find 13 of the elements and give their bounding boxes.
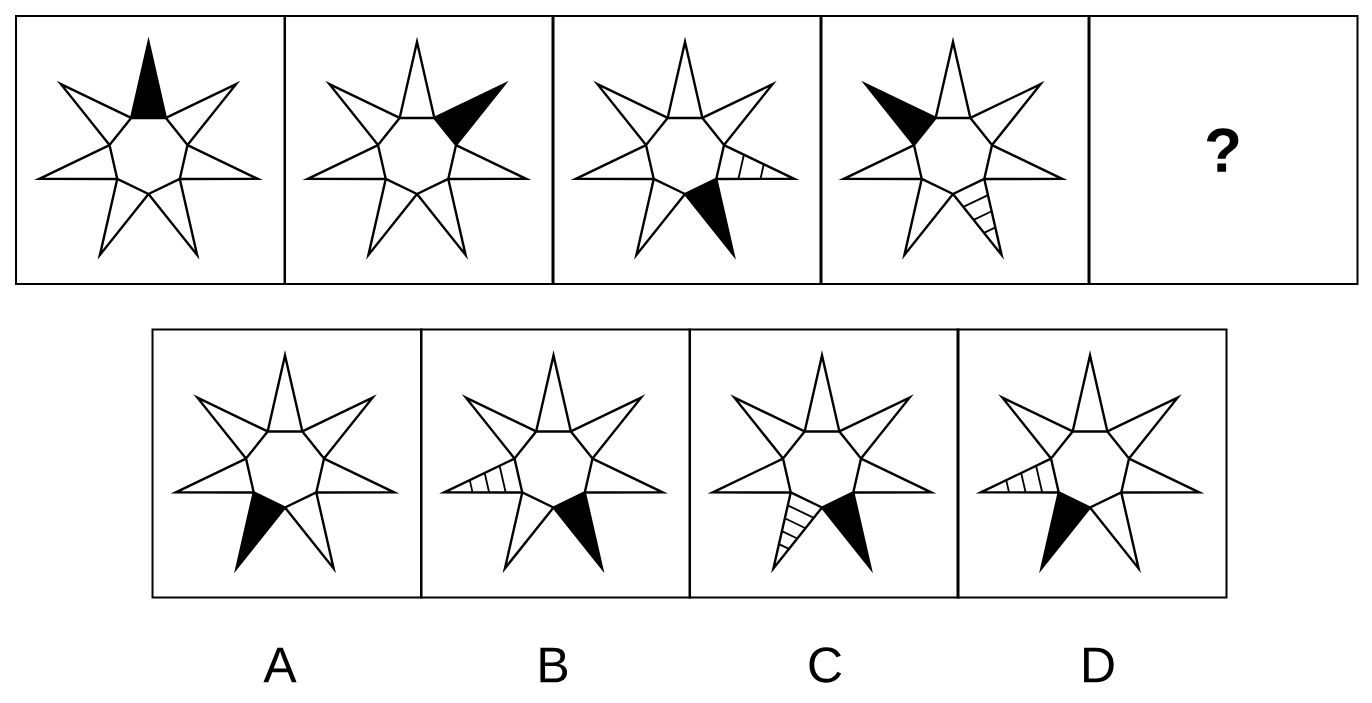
option-letter: A bbox=[263, 647, 297, 683]
puzzle-panel bbox=[956, 328, 1228, 599]
puzzle-panel bbox=[688, 328, 960, 599]
puzzle-panel bbox=[15, 15, 286, 285]
option-letter: C bbox=[809, 647, 842, 683]
option-letter: B bbox=[540, 647, 568, 683]
puzzle-panel bbox=[420, 328, 691, 599]
puzzle-panel bbox=[151, 328, 423, 599]
question-panel: ? bbox=[1087, 15, 1359, 285]
puzzle-panel bbox=[551, 15, 823, 285]
puzzle-panel bbox=[283, 15, 555, 285]
option-letter: D bbox=[1084, 647, 1114, 683]
puzzle-panel bbox=[819, 15, 1091, 285]
